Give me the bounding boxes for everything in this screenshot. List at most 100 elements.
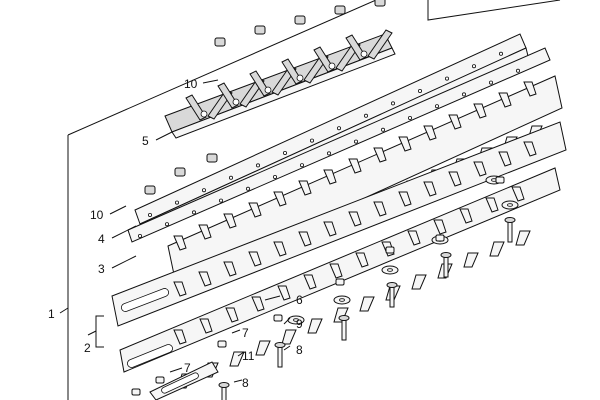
nut: [254, 25, 266, 35]
blade-tooth: [498, 151, 512, 167]
callout-10-lower: 10: [90, 208, 104, 222]
bolt-shank: [277, 344, 283, 368]
strip-hole: [299, 163, 304, 168]
blade-tooth: [473, 161, 487, 177]
blade-tooth: [433, 219, 447, 235]
blade-tooth: [407, 230, 421, 246]
small-nut: [217, 340, 227, 348]
strip-hole: [498, 51, 503, 56]
blade-tooth: [281, 329, 297, 345]
blade-tooth: [251, 296, 265, 312]
bolt-shank: [341, 317, 347, 341]
blade-tooth: [398, 136, 412, 152]
housing-hole: [264, 86, 272, 94]
blade-tooth: [355, 252, 369, 268]
bolt-shank: [443, 254, 449, 278]
blade-tooth: [198, 224, 212, 240]
blade-tooth: [225, 307, 239, 323]
blade-tooth: [198, 271, 212, 287]
strip-hole: [191, 210, 196, 215]
blade-tooth: [411, 274, 427, 290]
blade-tooth: [323, 169, 337, 185]
strip-hole: [444, 76, 449, 81]
blade-tooth: [307, 318, 323, 334]
strip-hole: [201, 188, 206, 193]
blade-tooth: [248, 251, 262, 267]
gear-housing-part-5: [164, 29, 396, 139]
bolt-head: [504, 217, 516, 223]
blade-tooth: [511, 186, 525, 202]
blade-tooth: [423, 181, 437, 197]
blade-tooth: [515, 230, 531, 246]
blade-tooth: [248, 202, 262, 218]
strip-hole: [228, 175, 233, 180]
small-nut: [435, 234, 445, 242]
washer-hole: [293, 318, 299, 322]
small-nut: [273, 314, 283, 322]
callout-8-upper: 8: [296, 343, 303, 357]
housing-hole: [296, 74, 304, 82]
housing-arm: [367, 29, 393, 60]
strip-hole: [353, 139, 358, 144]
strip-hole: [380, 127, 385, 132]
strip-hole: [363, 113, 368, 118]
strip-hole: [174, 200, 179, 205]
washer-hole: [339, 298, 345, 302]
strip-hole: [516, 68, 521, 73]
blade-tooth: [463, 252, 479, 268]
callout-10-upper: 10: [184, 77, 198, 91]
callout-7-lower: 7: [184, 361, 191, 375]
callout-5: 5: [142, 134, 149, 148]
blade-tooth: [373, 201, 387, 217]
blade-tooth: [523, 141, 537, 157]
blade-tooth: [229, 351, 245, 367]
callout-2: 2: [84, 341, 91, 355]
housing-hole: [232, 98, 240, 106]
nut: [374, 0, 386, 7]
blade-tooth: [329, 263, 343, 279]
strip-hole: [461, 92, 466, 97]
callout-8-lower: 8: [242, 376, 249, 390]
nut: [206, 153, 218, 163]
small-nut: [131, 388, 141, 396]
fasteners: [131, 175, 519, 400]
blade-tooth: [277, 285, 291, 301]
nut: [214, 37, 226, 47]
bolt-head: [440, 252, 452, 258]
washer-hole: [387, 268, 393, 272]
strip-hole: [434, 104, 439, 109]
nut: [144, 185, 156, 195]
blade-tooth: [173, 329, 187, 345]
bolt-head: [274, 342, 286, 348]
blade-tooth: [348, 158, 362, 174]
strip-hole: [471, 64, 476, 69]
strip-hole: [326, 151, 331, 156]
strip-part-3: [127, 47, 551, 243]
blade-tooth: [448, 171, 462, 187]
strip-hole: [336, 126, 341, 131]
blade-tooth: [223, 261, 237, 277]
nut: [294, 15, 306, 25]
callout-11: 11: [242, 349, 255, 363]
strip-hole: [137, 233, 142, 238]
bolt-shank: [389, 284, 395, 308]
blade-tooth: [489, 241, 505, 257]
bolt-shank: [507, 219, 513, 243]
leader-lines: [59, 79, 291, 383]
blade-tooth: [473, 103, 487, 119]
blade-tooth: [423, 125, 437, 141]
bolt-head: [218, 382, 230, 388]
housing-hole: [328, 62, 336, 70]
assembly-frame: [67, 0, 561, 400]
callout-9: 9: [296, 317, 303, 331]
strip-hole: [147, 212, 152, 217]
blade-tooth: [498, 92, 512, 108]
callout-7-upper: 7: [242, 326, 249, 340]
housing-hole: [200, 110, 208, 118]
blade-tooth: [273, 241, 287, 257]
blade-tooth: [303, 274, 317, 290]
guide-plate-part-11: [149, 361, 219, 400]
blade-tooth: [223, 213, 237, 229]
strip-hole: [417, 89, 422, 94]
